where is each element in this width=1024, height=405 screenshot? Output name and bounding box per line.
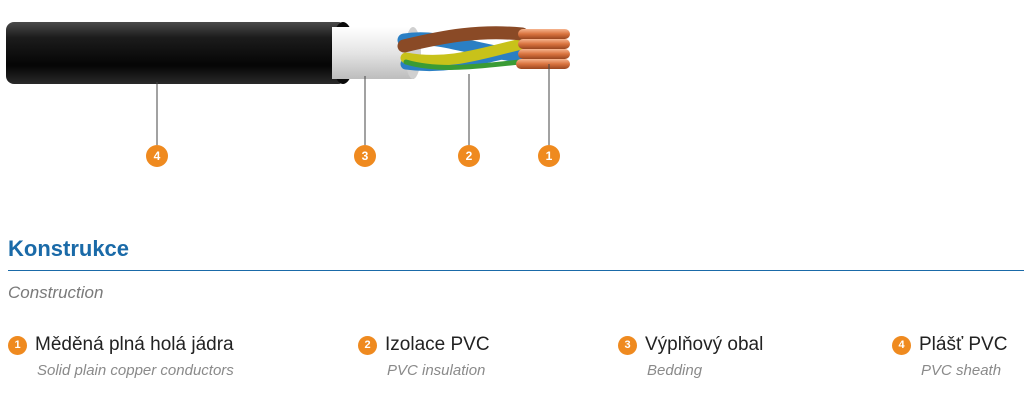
legend-sublabel: PVC insulation (387, 362, 486, 379)
legend-item-bedding: 3 Výplňový obal Bedding (618, 334, 763, 379)
legend-label: Plášť PVC (919, 334, 1008, 355)
section-divider (8, 270, 1024, 271)
svg-text:2: 2 (466, 149, 473, 163)
legend-item-conductors: 1 Měděná plná holá jádra Solid plain cop… (8, 334, 234, 379)
svg-text:4: 4 (154, 149, 161, 163)
legend-number-badge: 2 (358, 335, 377, 355)
callout-4: 4 (146, 145, 168, 167)
pvc-sheath (6, 22, 355, 84)
legend-sublabel: PVC sheath (921, 362, 1002, 379)
legend-number-badge: 1 (8, 335, 27, 355)
legend-number-badge: 4 (892, 335, 911, 355)
callout-2: 2 (458, 145, 480, 167)
legend-label: Izolace PVC (385, 334, 490, 355)
section-title: Konstrukce (8, 236, 130, 261)
legend-sublabel: Solid plain copper conductors (37, 362, 234, 379)
copper-conductors (516, 29, 570, 69)
cable-diagram: 4 3 2 1 (6, 22, 570, 167)
legend-item-insulation: 2 Izolace PVC PVC insulation (358, 334, 490, 379)
svg-text:3: 3 (362, 149, 369, 163)
legend-item-sheath: 4 Plášť PVC PVC sheath (892, 334, 1007, 379)
section-subtitle: Construction (8, 283, 104, 302)
pvc-insulation (397, 26, 529, 72)
legend-label: Měděná plná holá jádra (35, 334, 234, 355)
legend-label: Výplňový obal (645, 334, 764, 355)
legend-number-badge: 3 (618, 335, 637, 355)
callout-1: 1 (538, 145, 560, 167)
legend-sublabel: Bedding (647, 362, 703, 379)
callout-3: 3 (354, 145, 376, 167)
leader-lines (156, 64, 550, 145)
svg-text:1: 1 (546, 149, 553, 163)
